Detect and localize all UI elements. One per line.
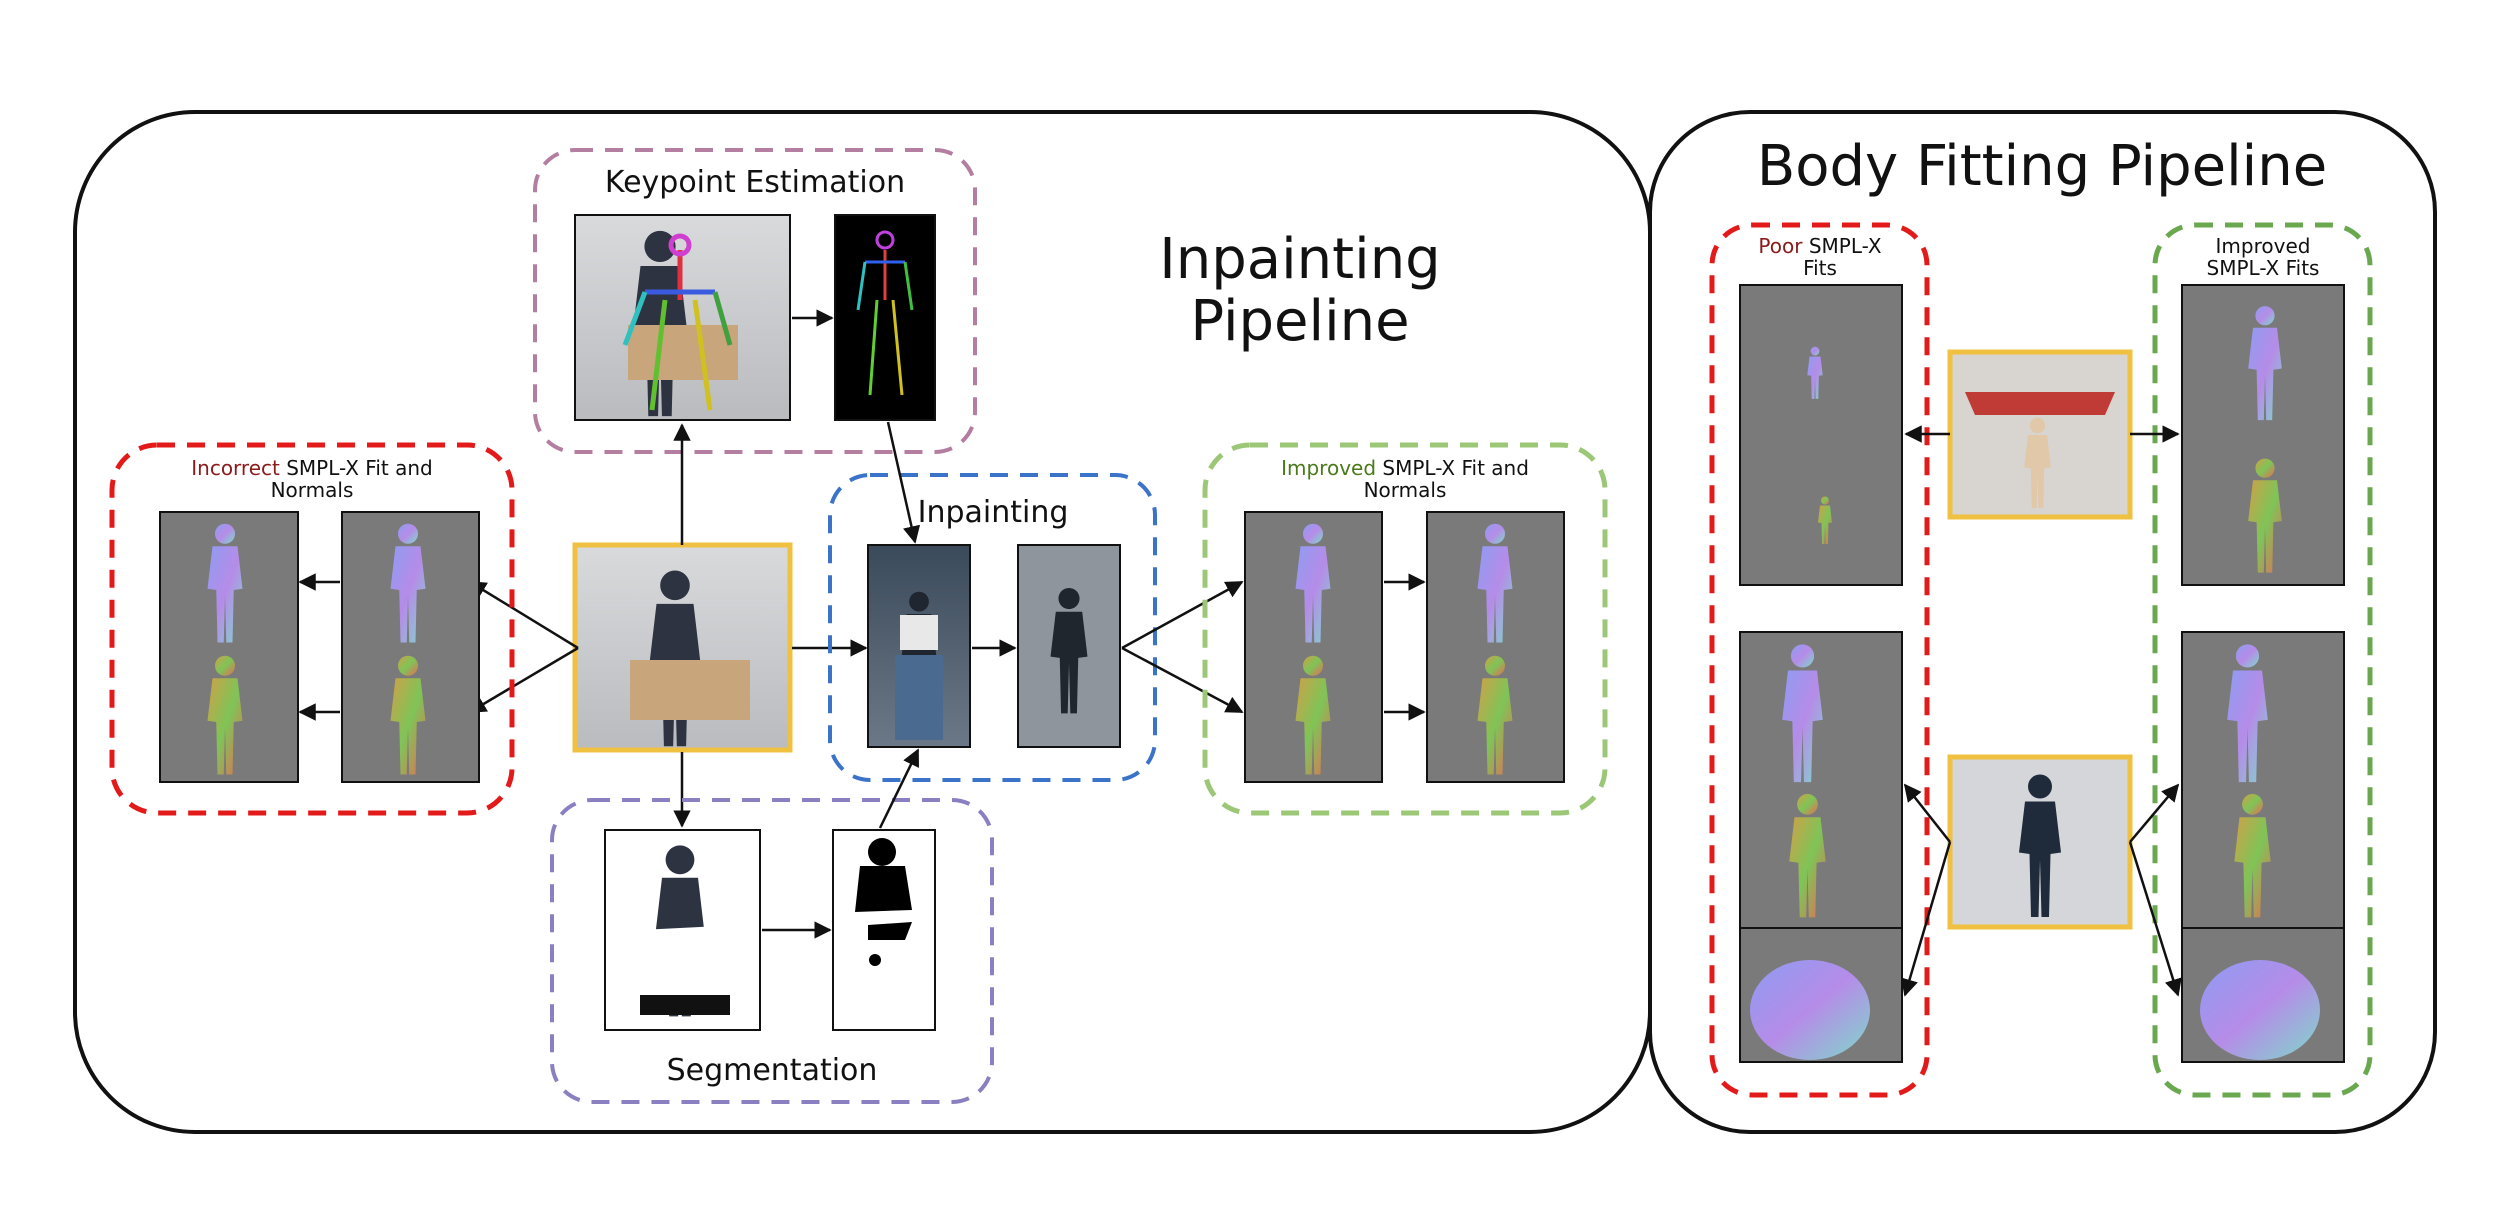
improved-fits-caption-line2: SMPL-X Fits (2207, 256, 2320, 280)
improved-fit-caption-line1: Improved SMPL-X Fit and (1281, 456, 1529, 480)
incorrect-word: Incorrect (191, 456, 280, 480)
input-photo (572, 542, 793, 753)
improved-fit-caption-line2: Normals (1364, 478, 1447, 502)
improved-fit-box (1202, 442, 1608, 816)
arrow-input-to-incorrect-bottom (468, 646, 579, 714)
arrow-input-to-incorrect-top (468, 580, 579, 650)
inpainting-box (828, 473, 1157, 782)
segmentation-mask (832, 829, 936, 1031)
skeleton-icon (856, 230, 914, 396)
improved-normal-render (1244, 511, 1383, 783)
incorrect-normal-render (159, 511, 299, 783)
incorrect-fit-caption-line1: Incorrect SMPL-X Fit and (191, 456, 432, 480)
improved-rest: SMPL-X Fit and (1376, 456, 1529, 480)
arrow-bottom-to-improved-down (2128, 841, 2182, 997)
inpainting-label: Inpainting (918, 495, 1069, 530)
segmentation-label: Segmentation (667, 1053, 878, 1088)
improved-fit-render-bottom (2181, 631, 2345, 1063)
poor-fits-caption-line2: Fits (1803, 256, 1837, 280)
arrow-bottom-to-poor-down (1901, 841, 1952, 997)
inpainting-title-line1: Inpainting (1159, 227, 1440, 292)
poor-word: Poor (1758, 234, 1803, 258)
improved-word: Improved (1281, 456, 1376, 480)
improved-fit-render-top (2181, 284, 2345, 586)
incorrect-mesh-render (341, 511, 480, 783)
body-fitting-title: Body Fitting Pipeline (1757, 134, 2327, 199)
inpainting-output-image (1017, 544, 1121, 748)
arrow-inpaint-to-improved-top (1121, 580, 1244, 650)
poor-fit-render-bottom (1739, 631, 1903, 1063)
incorrect-rest: SMPL-X Fit and (280, 456, 433, 480)
segmented-photo (604, 829, 761, 1031)
keypoint-estimation-label: Keypoint Estimation (605, 165, 905, 200)
improved-fits-box (2152, 222, 2373, 1098)
poor-rest: SMPL-X (1802, 234, 1881, 258)
body-fit-input-bottom (1947, 754, 2133, 930)
arrow-bottom-to-poor-up (1903, 783, 1951, 843)
improved-mesh-render (1426, 511, 1565, 783)
arrow-inpaint-to-improved-bottom (1121, 646, 1244, 714)
body-fit-input-top (1947, 349, 2133, 520)
keypoint-estimation-box (533, 148, 977, 454)
inpainting-input-image (867, 544, 971, 748)
arrow-bottom-to-improved-up (2129, 783, 2180, 843)
poor-fits-caption-line1: Poor SMPL-X (1758, 234, 1881, 258)
keypoint-photo (574, 214, 791, 421)
incorrect-fit-caption-line2: Normals (271, 478, 354, 502)
silhouette-mask-icon (855, 838, 912, 966)
keypoint-overlay-icon (622, 233, 733, 411)
improved-fits-caption-line1: Improved (2216, 234, 2311, 258)
arrow-mask-to-inpainting (878, 748, 920, 829)
inpainting-title-line2: Pipeline (1190, 289, 1409, 354)
arrow-skeleton-to-inpainting (886, 421, 921, 544)
body-fitting-frame (1648, 110, 2437, 1134)
skeleton-image (834, 214, 936, 421)
poor-fit-render-top (1739, 284, 1903, 586)
poor-fits-box (1709, 222, 1930, 1098)
segmentation-box (550, 798, 994, 1104)
incorrect-fit-box (109, 442, 515, 816)
